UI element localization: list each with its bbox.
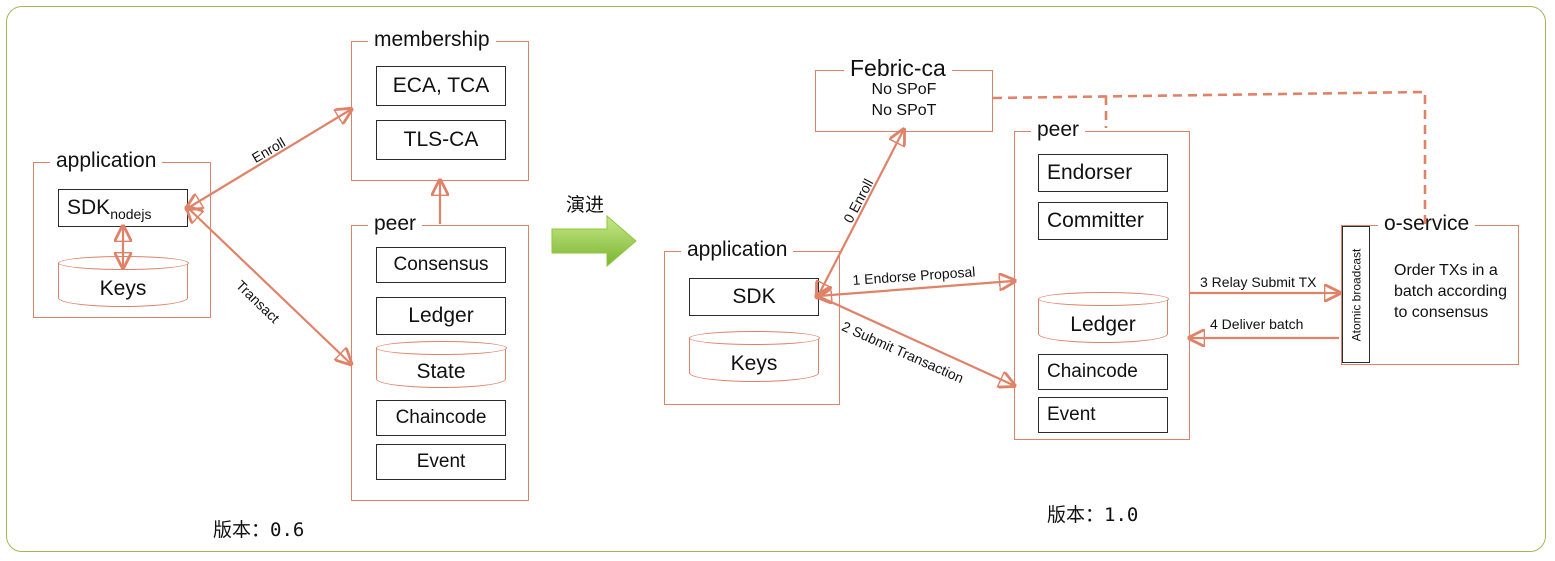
peer-box-v10: peer Endorser Committer Ledger Chaincode…	[1014, 119, 1190, 440]
application-box-v10: application SDK Keys	[664, 239, 840, 405]
event-box-v06: Event	[376, 444, 506, 480]
o-service-box: o-service Atomic broadcast Order TXs in …	[1341, 213, 1519, 365]
evolve-label: 演进	[566, 195, 605, 216]
consensus-box: Consensus	[376, 247, 506, 283]
membership-title: membership	[368, 29, 496, 51]
tls-ca-box: TLS-CA	[376, 120, 506, 160]
sdk-label: SDK	[67, 196, 111, 219]
application-title-v06: application	[50, 150, 163, 172]
fabric-ca-line2: No SPoT	[871, 102, 937, 119]
chaincode-box-v06: Chaincode	[376, 400, 506, 436]
submit-arrow	[817, 294, 1013, 385]
relay-label: 3 Relay Submit TX	[1200, 274, 1317, 290]
peer-box-v06: peer Consensus Ledger State Chaincode Ev…	[351, 213, 529, 501]
chaincode-box-v10: Chaincode	[1038, 354, 1168, 390]
peer-title-v10: peer	[1031, 119, 1086, 141]
sdk-box-v10: SDK	[689, 278, 819, 316]
keys-cylinder-v10: Keys	[688, 331, 820, 382]
event-box-v10: Event	[1038, 397, 1168, 433]
version-caption-v06: 版本：0.6	[213, 519, 305, 541]
fabric-ca-title: Febric-ca	[844, 57, 952, 80]
evolve-arrow-icon	[551, 214, 637, 268]
sdk-subscript: nodejs	[110, 206, 152, 222]
application-title-v10: application	[681, 239, 794, 261]
o-service-title: o-service	[1378, 213, 1476, 235]
o-service-description: Order TXs in a batch according to consen…	[1394, 262, 1507, 321]
enroll-arrow-v10	[818, 131, 903, 296]
peer-title-v06: peer	[368, 213, 423, 235]
endorser-box: Endorser	[1038, 154, 1168, 192]
fabric-ca-line1: No SPoF	[871, 81, 937, 98]
keys-cylinder-v06: Keys	[57, 256, 189, 307]
dashed-connector	[992, 90, 1427, 224]
deliver-label: 4 Deliver batch	[1210, 316, 1304, 332]
transact-arrow-v06	[188, 208, 350, 363]
fabric-ca-box: Febric-ca No SPoF No SPoT	[815, 57, 993, 132]
ledger-cylinder-v10: Ledger	[1037, 292, 1169, 343]
outer-frame	[6, 6, 1546, 552]
enroll-arrow-v06	[188, 110, 350, 208]
state-cylinder: State	[375, 341, 507, 388]
eca-tca-box: ECA, TCA	[376, 66, 506, 106]
committer-box: Committer	[1038, 202, 1168, 240]
endorse-arrow	[818, 281, 1013, 296]
version-caption-v10: 版本：1.0	[1047, 504, 1139, 526]
ledger-box-v06: Ledger	[376, 297, 506, 335]
atomic-broadcast-box: Atomic broadcast	[1342, 226, 1370, 363]
